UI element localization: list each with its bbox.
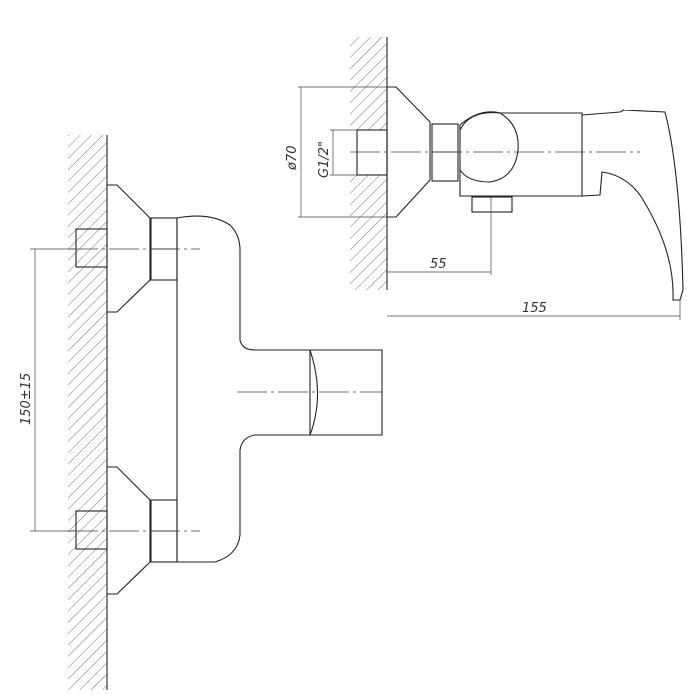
side-view: ø70 G1/2" 55 155 — [285, 37, 684, 320]
flange-diameter-label: ø70 — [285, 146, 300, 172]
inlet-pipe — [356, 129, 388, 176]
wall-hatch — [68, 135, 107, 690]
body — [459, 111, 583, 197]
outlet-thread — [471, 196, 513, 213]
front-view: 150±15 — [19, 135, 383, 690]
outlet-offset-label: 55 — [430, 257, 447, 272]
thread-label: G1/2" — [317, 141, 332, 178]
total-depth-label: 155 — [522, 301, 547, 316]
wall-hatch — [350, 37, 387, 130]
bottom-flange — [107, 466, 151, 595]
outlet — [309, 349, 383, 436]
handle — [581, 109, 684, 301]
body — [176, 215, 311, 563]
inlet-spacing-label: 150±15 — [19, 373, 34, 425]
top-flange — [107, 184, 151, 313]
